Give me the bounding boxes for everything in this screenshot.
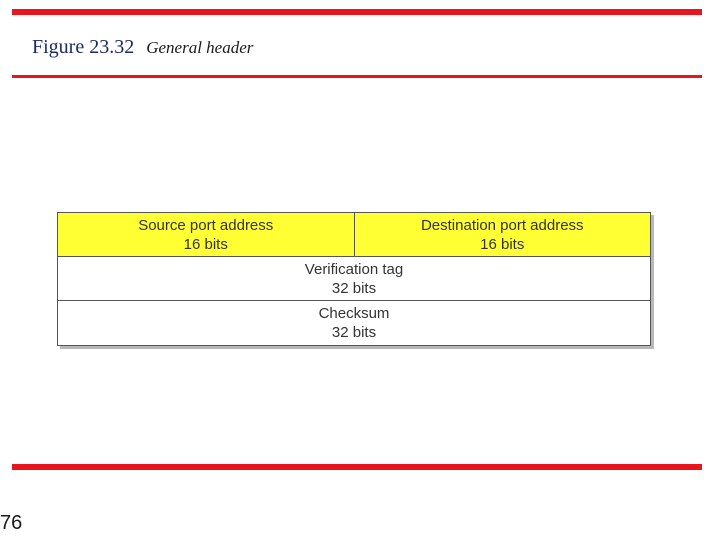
source-port-size: 16 bits: [183, 235, 228, 253]
figure-number: Figure 23.32: [32, 36, 135, 58]
general-header-diagram: Source port address 16 bits Destination …: [57, 212, 651, 346]
figure-title: Figure 23.32 General header: [32, 36, 253, 59]
source-port-label: Source port address: [138, 216, 274, 234]
title-underline-rule: [12, 75, 702, 78]
figure-caption: General header: [146, 38, 254, 57]
verification-tag-field: Verification tag 32 bits: [58, 257, 650, 300]
verification-tag-size: 32 bits: [331, 279, 377, 297]
top-red-rule: [12, 9, 702, 15]
checksum-row: Checksum 32 bits: [58, 301, 650, 345]
destination-port-field: Destination port address 16 bits: [353, 213, 651, 256]
checksum-field: Checksum 32 bits: [58, 301, 650, 345]
page-number: 76: [0, 512, 23, 534]
bottom-red-rule: [12, 464, 702, 470]
checksum-size: 32 bits: [331, 324, 377, 341]
checksum-label: Checksum: [318, 305, 390, 322]
source-port-field: Source port address 16 bits: [58, 213, 354, 256]
destination-port-size: 16 bits: [480, 235, 525, 253]
verification-tag-row: Verification tag 32 bits: [58, 257, 650, 301]
port-address-row: Source port address 16 bits Destination …: [58, 213, 650, 257]
destination-port-label: Destination port address: [420, 216, 584, 234]
verification-tag-label: Verification tag: [304, 260, 404, 278]
